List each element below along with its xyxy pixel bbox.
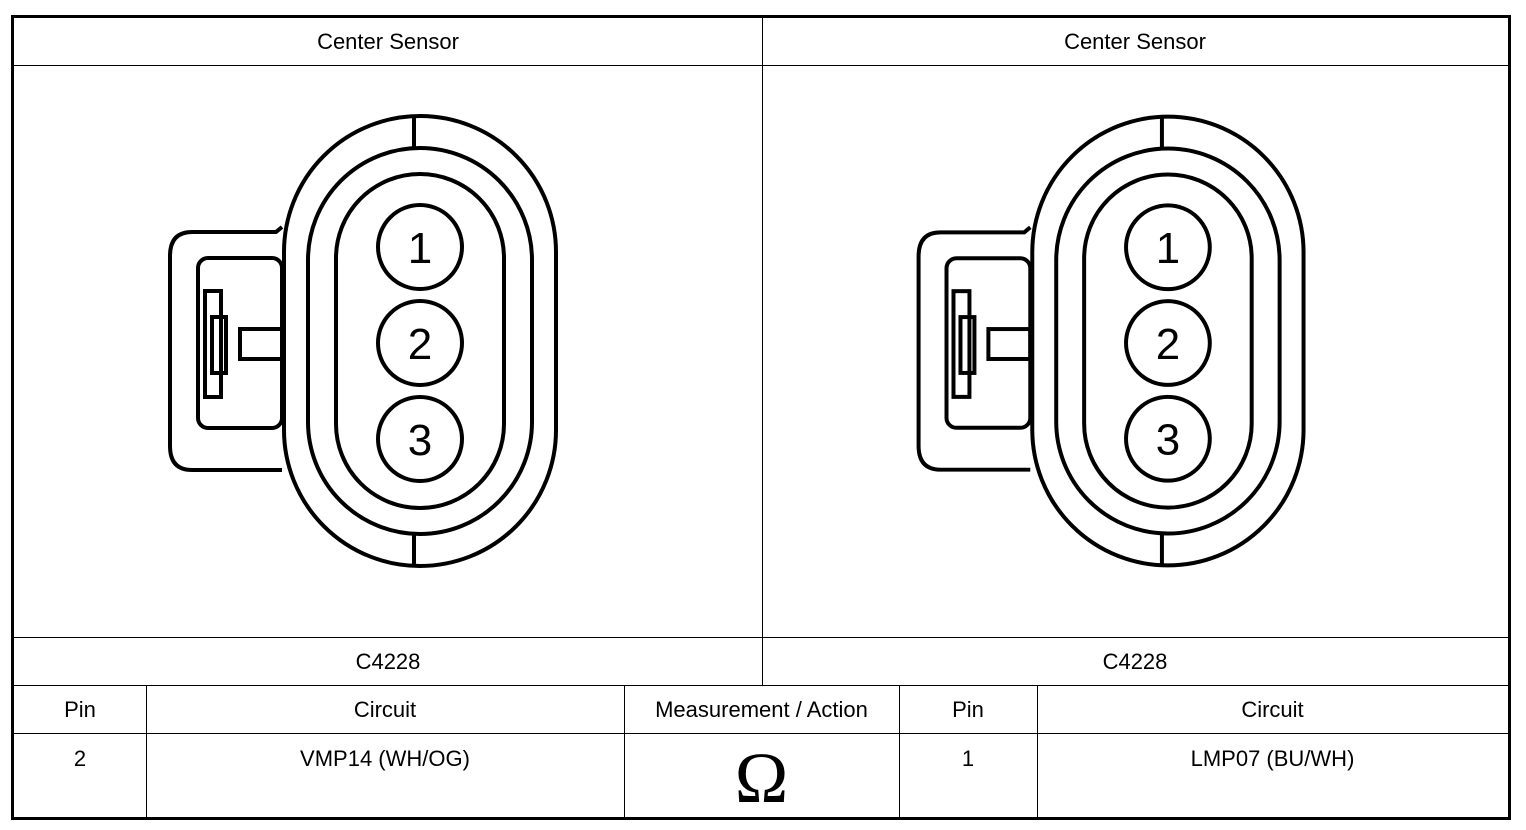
connector-latch xyxy=(916,225,1032,472)
pin-circle xyxy=(376,299,464,387)
pin-label: 3 xyxy=(408,416,432,465)
header-pin-b: Pin xyxy=(952,697,984,722)
row-circuit-b: LMP07 (BU/WH) xyxy=(1190,746,1355,771)
pin-circle xyxy=(1124,299,1212,387)
header-circuit-b: Circuit xyxy=(1241,697,1304,722)
table-header-divider xyxy=(14,733,1508,734)
pin-label: 2 xyxy=(408,320,432,369)
header-measurement: Measurement / Action xyxy=(655,697,868,722)
latch-bar xyxy=(958,315,977,375)
latch-slot xyxy=(203,289,223,399)
latch-bar xyxy=(210,315,228,375)
pin-circle xyxy=(376,203,464,291)
header-circuit-a: Circuit xyxy=(353,697,417,722)
table-col-divider-3 xyxy=(899,686,900,820)
connector-outer-shell xyxy=(282,114,558,568)
diagram-divider xyxy=(14,637,1508,638)
connector-inner-shell xyxy=(1082,172,1254,510)
connector-outer-shell xyxy=(1030,114,1306,568)
pin-label: 3 xyxy=(1156,416,1180,465)
latch-slot xyxy=(951,289,972,399)
connector-latch xyxy=(168,225,284,472)
connector-middle-shell xyxy=(306,146,534,536)
ohm-symbol: Ω xyxy=(734,738,789,818)
panel-divider xyxy=(762,18,763,686)
pin-circle xyxy=(376,395,464,483)
pin-label: 1 xyxy=(408,224,432,273)
title-divider xyxy=(14,65,1508,66)
table-col-divider-4 xyxy=(1037,686,1038,820)
left-panel-title: Center Sensor xyxy=(317,29,459,54)
left-connector-diagram: 1 2 3 xyxy=(168,114,558,568)
row-circuit-a: VMP14 (WH/OG) xyxy=(300,746,470,771)
diagram-frame: Center Sensor Center Sensor xyxy=(11,15,1511,820)
latch-prong xyxy=(986,327,1033,361)
header-pin-a: Pin xyxy=(64,697,96,722)
right-connector-id: C4228 xyxy=(1102,649,1168,674)
latch-prong xyxy=(238,327,284,361)
left-connector-id: C4228 xyxy=(355,649,421,674)
connector-inner-shell xyxy=(334,172,506,510)
connector-middle-shell xyxy=(1054,146,1282,536)
table-col-divider-1 xyxy=(146,686,147,820)
row-pin-a: 2 xyxy=(73,746,87,771)
row-pin-b: 1 xyxy=(961,746,975,771)
pin-circle xyxy=(1124,203,1212,292)
right-panel-title: Center Sensor xyxy=(1064,29,1206,54)
right-connector-diagram: 1 2 3 xyxy=(916,114,1306,568)
pin-label: 2 xyxy=(1156,320,1180,369)
pin-circle xyxy=(1124,394,1212,483)
connector-id-divider xyxy=(14,685,1508,686)
table-col-divider-2 xyxy=(624,686,625,820)
pin-label: 1 xyxy=(1156,224,1180,273)
